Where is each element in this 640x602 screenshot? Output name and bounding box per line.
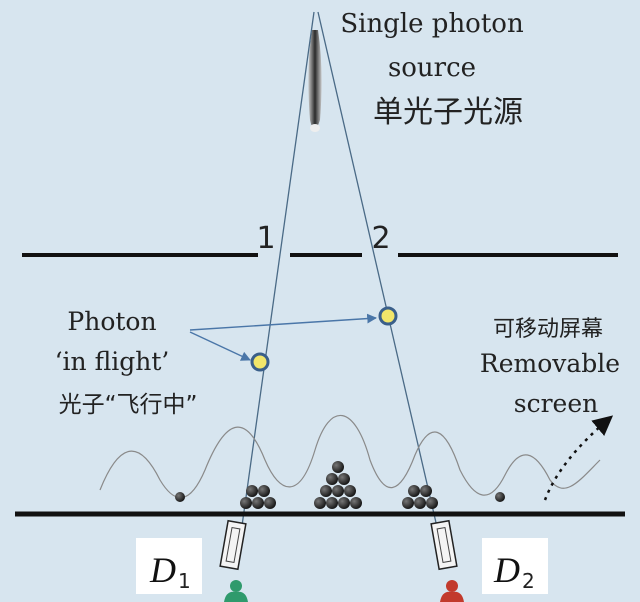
removable-screen-arrow [543,415,614,501]
photon-source-icon [308,30,322,129]
removable-screen-label-en-line1: Removable [480,349,620,378]
source-label-en-line1: Single photon [340,9,524,39]
hit-dot [338,497,350,509]
hit-dot [414,497,426,509]
pointer-arrow-right [189,313,377,331]
hit-dot [426,497,438,509]
photon-label-zh: 光子“飞行中” [59,392,198,418]
photon-label-en-line1: Photon [67,307,156,336]
d1-label-box [136,538,202,594]
detector-d1 [219,519,248,602]
photon-dot-left [250,352,270,372]
detector-1-tube-inner [225,526,241,564]
hit-dot [332,485,344,497]
hit-dot [252,497,264,509]
photon-hit-clusters [175,461,505,509]
removable-screen-label-en-line2: screen [514,389,598,418]
beam-paths [239,11,441,541]
detector-2-tube-inner [436,526,452,564]
hit-dot [258,485,270,497]
photon-label-en-line2: ‘in flight’ [55,347,170,376]
hit-dot [264,497,276,509]
source-label-zh: 单光子光源 [373,95,523,130]
source-tip-highlight [310,124,320,132]
detector-d2 [430,519,464,602]
hit-dot [175,492,185,502]
pointer-arrow-left [189,331,251,361]
hit-dot [326,497,338,509]
removable-screen-label-zh: 可移动屏幕 [493,317,603,342]
d2-label-box [482,538,548,594]
hit-dot [420,485,432,497]
hit-dot [326,473,338,485]
observer-1-head-icon [230,580,242,592]
interference-pattern-wave [99,415,601,499]
photons-in-flight [250,306,398,372]
hit-dot [350,497,362,509]
hit-dot [495,492,505,502]
hit-dot [402,497,414,509]
hit-dot [314,497,326,509]
hit-dot [344,485,356,497]
photon-pointer-arrows [189,313,377,361]
path-through-slit-2 [317,11,441,541]
hit-dot [320,485,332,497]
source-label-en-line2: source [388,53,476,83]
slit-1-label: 1 [256,221,275,256]
observer-2-head-icon [446,580,458,592]
slit-2-label: 2 [371,221,390,256]
observer-2-body-icon [440,591,464,602]
d1-label-subscript: 1 [178,569,191,593]
d1-label-letter: D [149,550,176,590]
hit-dot [246,485,258,497]
hit-dot [332,461,344,473]
d2-label-letter: D [493,550,520,590]
d2-label-subscript: 2 [522,569,535,593]
observer-1-body-icon [224,591,248,602]
photon-dot-right [378,306,398,326]
hit-dot [338,473,350,485]
hit-dot [240,497,252,509]
hit-dot [408,485,420,497]
path-through-slit-1 [239,11,315,541]
